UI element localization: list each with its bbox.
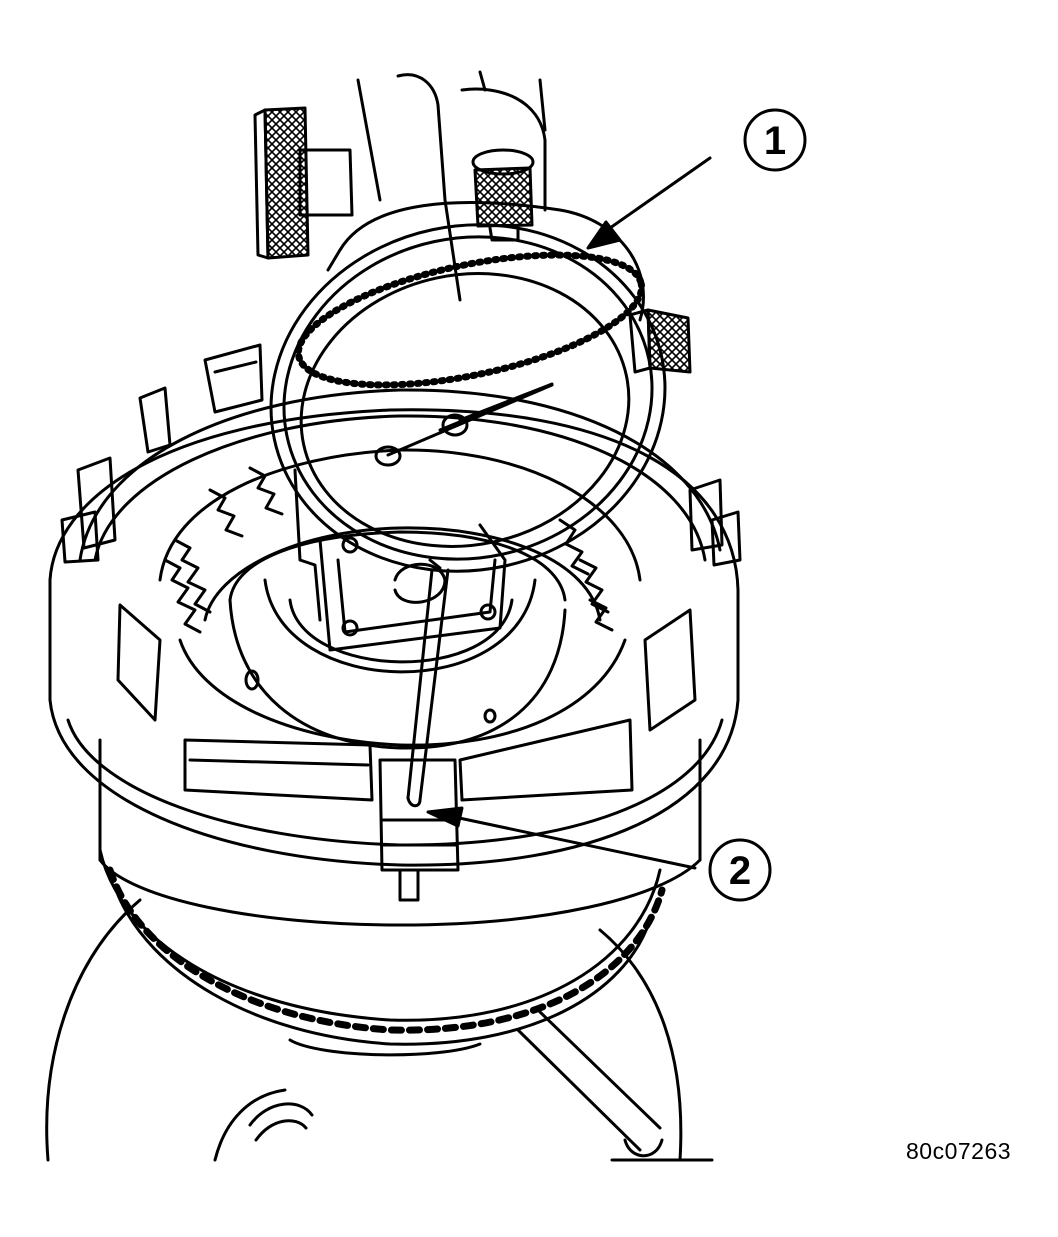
knurled-knob-top [471, 148, 535, 242]
figure-id: 80c07263 [906, 1138, 1012, 1164]
indicator-plunger [406, 558, 450, 808]
dial-gauge [269, 223, 667, 573]
base-stand [45, 898, 714, 1162]
dial-needle [374, 382, 554, 467]
gear-ring [98, 848, 666, 1057]
leader-arrow-1 [586, 156, 712, 250]
callout-1: 1 [743, 108, 807, 172]
callout-1-label: 1 [764, 119, 786, 163]
leader-arrow-2 [426, 806, 697, 870]
callout-2: 2 [708, 838, 772, 902]
indicator-stem-body [293, 468, 507, 652]
knurled-knob-left [253, 106, 310, 260]
callout-2-label: 2 [729, 849, 751, 893]
indicator-housing [326, 201, 645, 322]
drum-tabs [60, 343, 742, 902]
